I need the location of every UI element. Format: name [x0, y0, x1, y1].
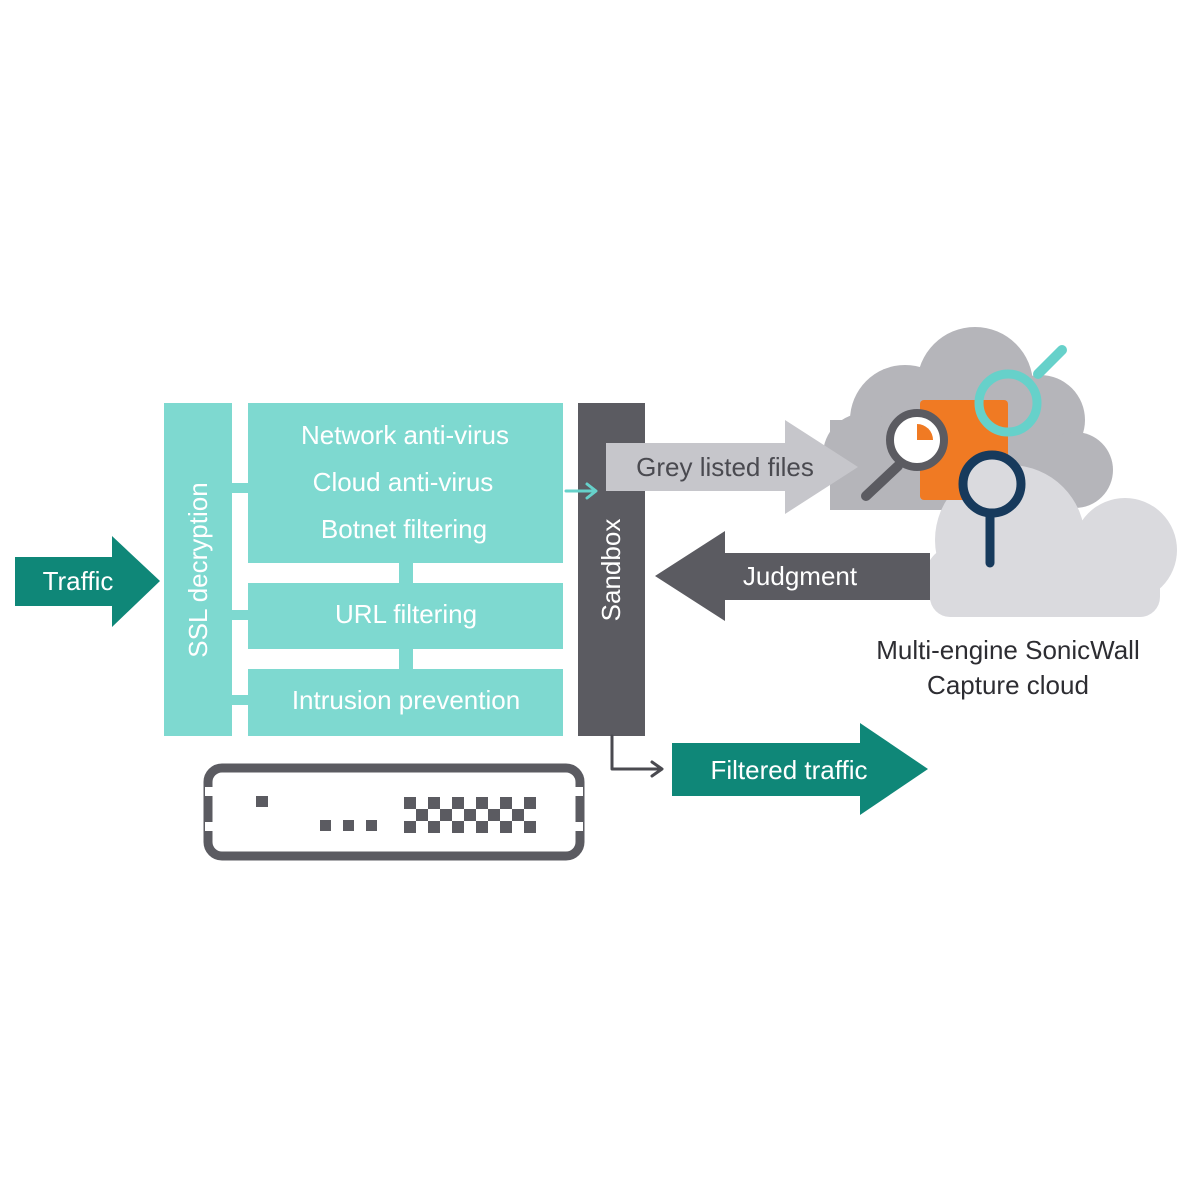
url-filtering-block: URL filtering — [248, 583, 563, 649]
sandbox-label: Sandbox — [596, 519, 626, 622]
service-item: Network anti-virus — [301, 420, 509, 450]
services-block: Network anti-virus Cloud anti-virus Botn… — [248, 403, 563, 563]
services-to-sandbox-arrow — [564, 482, 598, 500]
traffic-arrow: Traffic — [15, 536, 160, 627]
firewall-appliance-icon — [203, 763, 585, 861]
block-connector — [399, 649, 413, 669]
cloud-caption-line: Multi-engine SonicWall — [876, 635, 1139, 665]
grey-listed-files-arrow: Grey listed files — [606, 420, 858, 514]
sandbox-to-filtered-connector — [610, 734, 664, 778]
magnifier-icon — [974, 345, 1067, 437]
intrusion-prevention-block: Intrusion prevention — [248, 669, 563, 736]
service-item: Cloud anti-virus — [313, 467, 494, 497]
intrusion-prevention-label: Intrusion prevention — [292, 685, 520, 715]
cloud-caption-line: Capture cloud — [927, 670, 1089, 700]
ssl-decryption-label: SSL decryption — [183, 482, 213, 657]
ssl-decryption-block: SSL decryption — [164, 403, 232, 736]
traffic-label: Traffic — [43, 566, 114, 596]
judgment-arrow: Judgment — [655, 531, 930, 621]
grey-listed-files-label: Grey listed files — [636, 452, 814, 482]
url-filtering-label: URL filtering — [335, 599, 477, 629]
judgment-label: Judgment — [743, 561, 858, 591]
magnifier-icon — [958, 450, 1026, 568]
block-connector — [399, 563, 413, 583]
ssl-connectors — [232, 483, 248, 705]
magnifier-icon — [861, 409, 948, 501]
service-item: Botnet filtering — [321, 514, 487, 544]
filtered-traffic-label: Filtered traffic — [710, 755, 867, 785]
filtered-traffic-arrow: Filtered traffic — [672, 723, 928, 815]
